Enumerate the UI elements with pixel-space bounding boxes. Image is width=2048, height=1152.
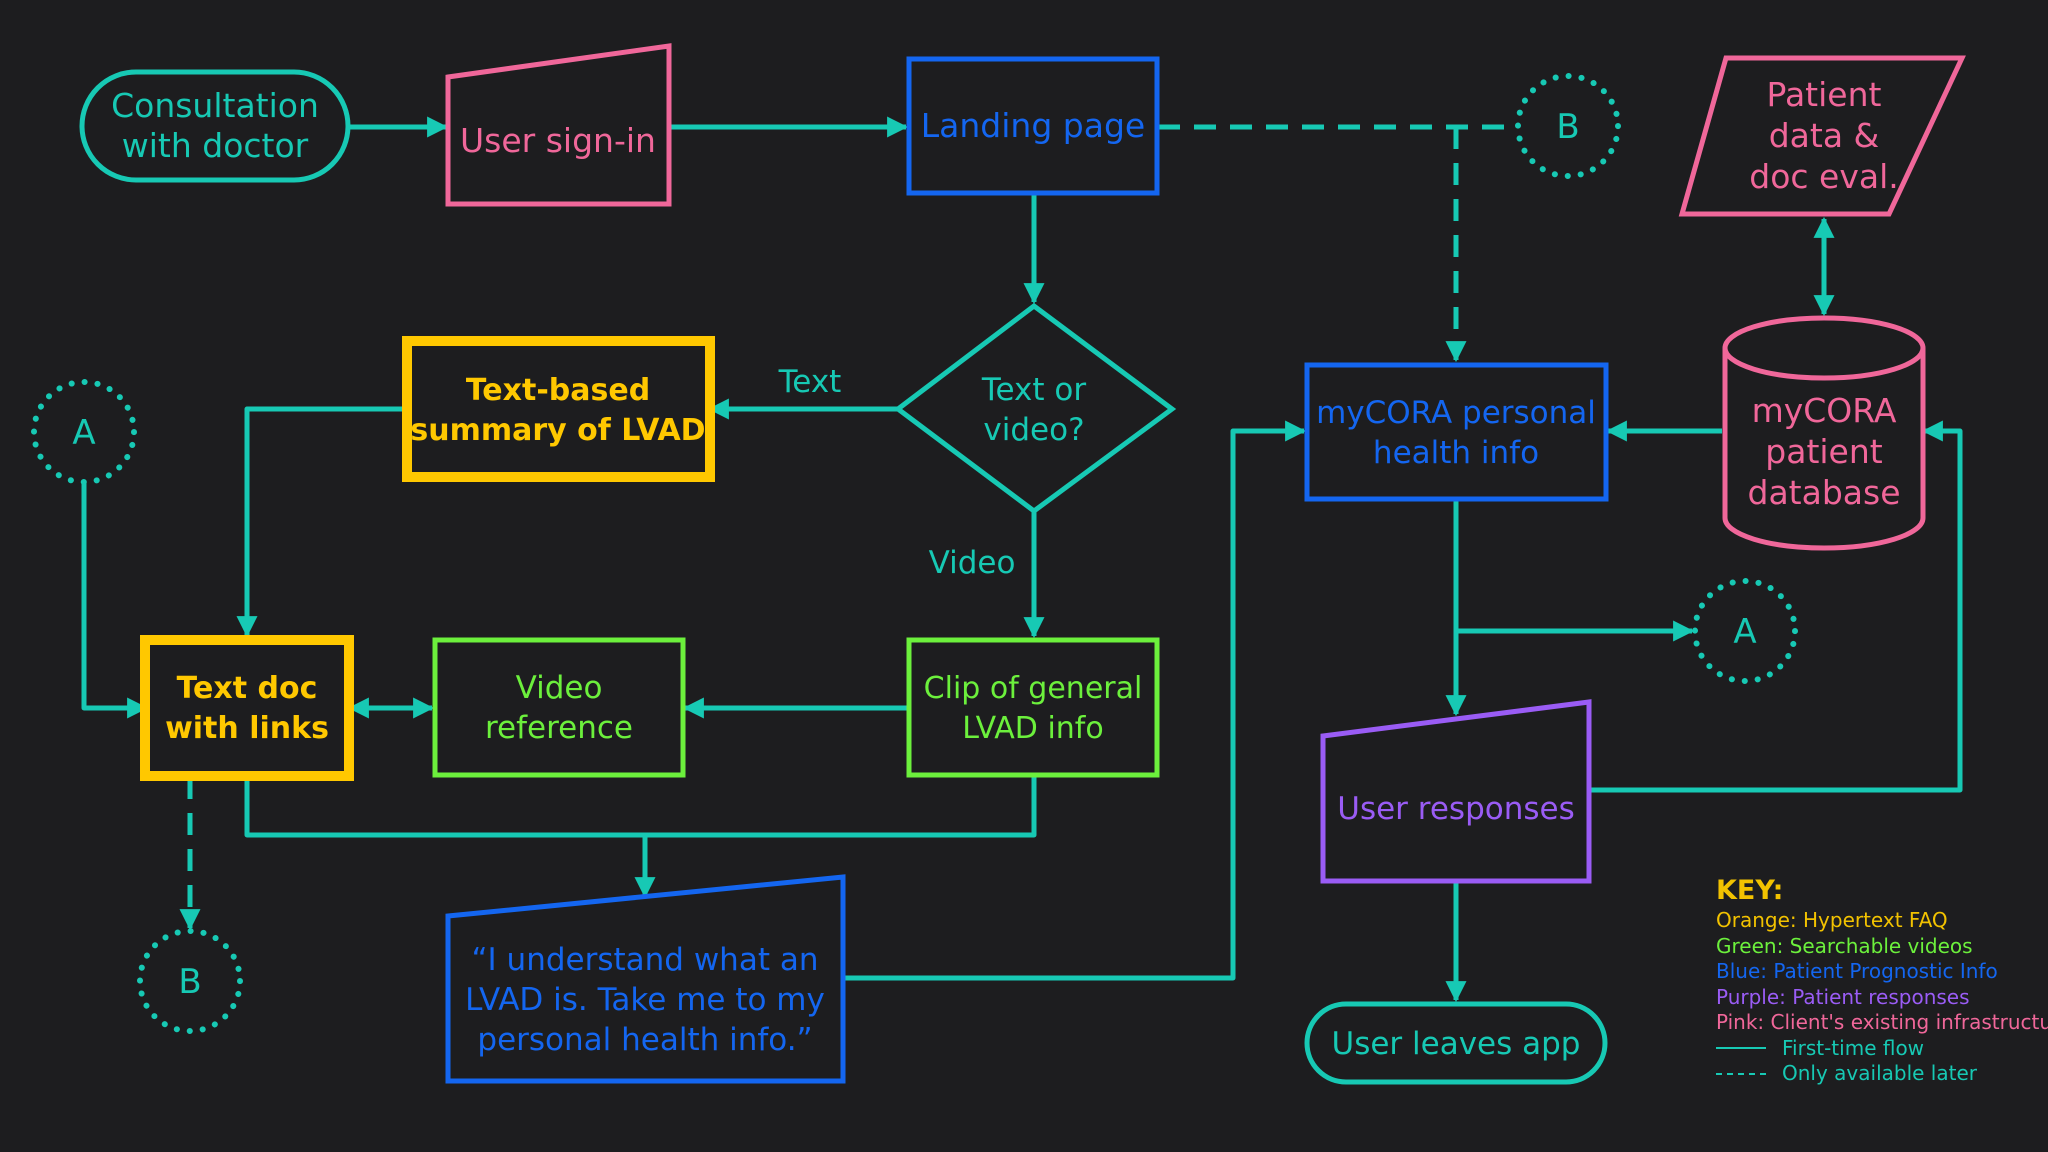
consultation-node: Consultation with doctor (79, 69, 351, 183)
patient-data-node: Patient data & doc eval. (1678, 55, 1966, 217)
mycora-info-node: myCORA personal health info (1304, 362, 1609, 502)
database-label-line1: myCORA (1752, 391, 1897, 430)
edge-label-text: Text (778, 364, 842, 400)
legend-first-time-flow: First-time flow (1716, 1036, 2046, 1062)
signin-node: User sign-in (445, 43, 672, 207)
decision-node: Text or video? (893, 302, 1177, 515)
legend-item-blue: Blue: Patient Prognostic Info (1716, 959, 1998, 983)
understand-label-line2: LVAD is. Take me to my (465, 982, 825, 1018)
user-responses-label: User responses (1337, 791, 1574, 827)
understand-label-line1: “I understand what an (472, 942, 819, 978)
connector-b-top-label: B (1556, 107, 1579, 147)
mycora-info-label-line1: myCORA personal (1316, 395, 1596, 431)
legend-available-later: Only available later (1716, 1061, 2046, 1087)
clip-node: Clip of general LVAD info (906, 637, 1160, 778)
landing-page-label: Landing page (921, 106, 1145, 145)
edge-user-responses-to-database (1590, 420, 1963, 793)
landing-page-node: Landing page (906, 56, 1160, 196)
connector-a-right: A (1692, 578, 1798, 684)
edge-label-video: Video (929, 545, 1016, 581)
video-reference-node: Video reference (432, 637, 686, 778)
legend-title: KEY: (1716, 875, 1784, 906)
connector-b-top: B (1515, 73, 1621, 179)
mycora-info-label-line2: health info (1373, 435, 1539, 471)
legend-later-label: Only available later (1782, 1061, 1977, 1085)
edge-text-doc-clip-merge (244, 777, 1037, 838)
legend-item-orange: Orange: Hypertext FAQ (1716, 908, 1948, 932)
legend: KEY: Orange: Hypertext FAQ Green: Search… (1716, 874, 2048, 1087)
database-label-line3: database (1748, 473, 1901, 512)
text-doc-label-line2: with links (165, 711, 329, 746)
connector-a-left-label: A (72, 413, 95, 453)
solid-line-swatch (1716, 1047, 1766, 1050)
consultation-label-line2: with doctor (122, 126, 309, 165)
connector-b-bottom-label: B (178, 962, 201, 1002)
user-leaves-label: User leaves app (1332, 1026, 1581, 1062)
decision-label-line1: Text or (981, 372, 1087, 408)
patient-data-label-line3: doc eval. (1749, 157, 1898, 196)
patient-data-label-line2: data & (1769, 116, 1880, 155)
connector-a-right-label: A (1733, 612, 1756, 652)
connector-b-bottom: B (137, 928, 243, 1034)
text-summary-node: Text-based summary of LVAD (402, 336, 715, 482)
connector-a-left: A (31, 379, 137, 485)
legend-item-purple: Purple: Patient responses (1716, 984, 1970, 1009)
legend-item-pink: Pink: Client's existing infrastructure (1716, 1010, 2048, 1034)
text-doc-label-line1: Text doc (177, 671, 318, 706)
legend-item-green: Green: Searchable videos (1716, 933, 1973, 958)
text-summary-label-line2: summary of LVAD (410, 413, 705, 448)
database-label-line2: patient (1765, 432, 1882, 471)
edge-understand-to-mycora-info (843, 420, 1307, 981)
video-reference-label-line2: reference (485, 710, 633, 746)
edge-connector-a-to-text-doc (81, 483, 149, 719)
text-summary-label-line1: Text-based (466, 373, 650, 408)
user-responses-node: User responses (1320, 699, 1592, 884)
user-leaves-node: User leaves app (1304, 1001, 1608, 1085)
consultation-label-line1: Consultation (111, 86, 319, 125)
understand-node: “I understand what an LVAD is. Take me t… (445, 874, 846, 1084)
decision-label-line2: video? (983, 412, 1084, 448)
text-doc-node: Text doc with links (140, 635, 354, 781)
edge-text-summary-to-text-doc (236, 406, 408, 638)
database-node: myCORA patient database (1722, 315, 1926, 551)
patient-data-label-line1: Patient (1767, 75, 1882, 114)
dashed-line-swatch (1716, 1072, 1766, 1075)
understand-label-line3: personal health info.” (477, 1022, 812, 1058)
clip-label-line2: LVAD info (962, 711, 1103, 746)
clip-label-line1: Clip of general (924, 671, 1143, 706)
signin-label: User sign-in (460, 121, 656, 160)
legend-first-time-label: First-time flow (1782, 1035, 1925, 1060)
video-reference-label-line1: Video (516, 670, 603, 706)
